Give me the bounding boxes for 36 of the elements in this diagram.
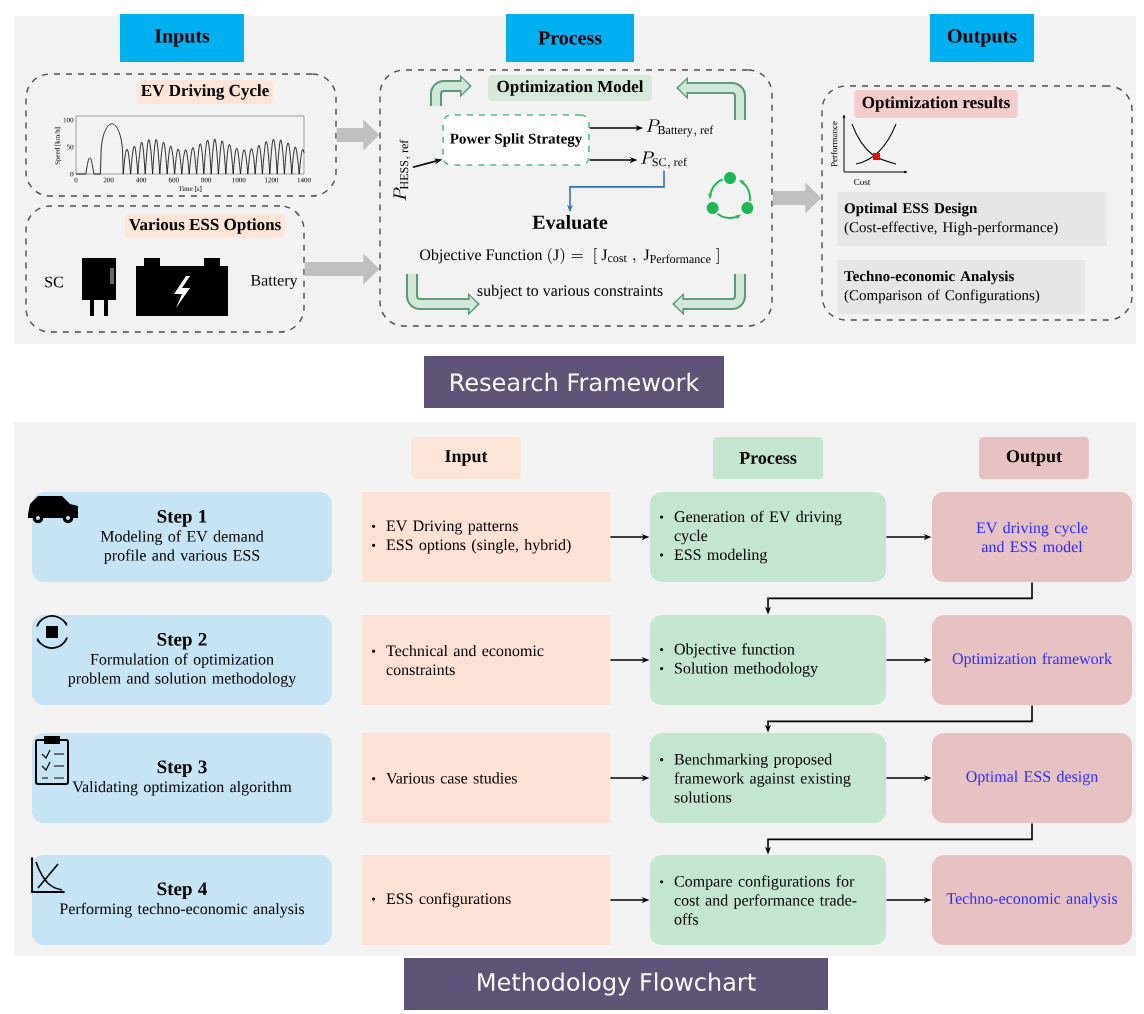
list-box: Objective function Solution methodology <box>650 615 886 705</box>
signal-label: $P_{\mathrm{Battery,\,ref}}$ <box>646 119 714 137</box>
list-box: ESS configurations <box>362 855 610 945</box>
list-box: Technical and economic constraints <box>362 615 610 705</box>
list-box: Compare configurations for cost and performance trade-offs <box>650 855 886 945</box>
step-box: Step 2 Formulation of optimization problem and solution methodology <box>32 615 332 705</box>
signal-label: $P_{\mathrm{HESS,\,ref}}$ <box>393 139 411 201</box>
title-tag: Optimization results <box>854 90 1018 118</box>
constraint-text: subject to various constraints <box>477 284 663 300</box>
list-box: Various case studies <box>362 733 610 823</box>
title-banner: Research Framework <box>424 356 724 408</box>
output-box: Optimization framework <box>932 615 1132 705</box>
header-box: Process <box>713 437 823 479</box>
step-box: Step 1 Modeling of EV demand profile and various ESS <box>32 492 332 582</box>
dashed-group-box <box>821 85 1133 321</box>
step-box: Step 4 Performing techno-economic analysis <box>32 855 332 945</box>
component-label: SC <box>45 276 63 288</box>
output-box: Techno-economic analysis <box>932 855 1132 945</box>
title-tag: Optimization Model <box>488 75 652 101</box>
header-box: Process <box>506 14 634 62</box>
header-box: Output <box>979 437 1089 479</box>
step-box: Step 3 Validating optimization algorithm <box>32 733 332 823</box>
header-box: Outputs <box>930 14 1034 62</box>
signal-label: $P_{\mathrm{SC,\,ref}}$ <box>640 151 687 169</box>
list-box: Generation of EV driving cycle ESS modeling <box>650 492 886 582</box>
output-box: Optimal ESS design <box>932 733 1132 823</box>
output-box: EV driving cycle and ESS model <box>932 492 1132 582</box>
dashed-group-box <box>379 69 773 327</box>
list-box: Benchmarking proposed framework against existing solutions <box>650 733 886 823</box>
list-box: EV Driving patterns ESS options (single, hybrid) <box>362 492 610 582</box>
step-label: Evaluate <box>532 214 608 230</box>
header-box: Inputs <box>120 14 244 62</box>
component-label: Battery <box>250 275 298 289</box>
header-box: Input <box>411 437 521 479</box>
title-banner: Methodology Flowchart <box>404 958 828 1010</box>
objective-text: $\mathrm{Objective\ Function\ (J)=\ [\ J_{cost}\ ,\ J_{Performance}\ ]}$ <box>420 248 719 264</box>
